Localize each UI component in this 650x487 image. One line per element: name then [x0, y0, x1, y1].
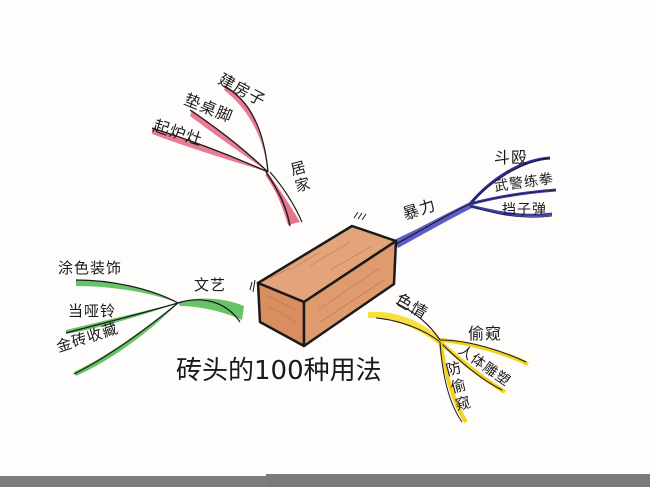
leaf-erotic-1: 偷窥: [468, 324, 503, 343]
bottom-border-right: [266, 474, 650, 487]
leaf-arts-2: 当哑铃: [68, 302, 117, 320]
mind-map-drawing: [65, 85, 557, 424]
branch-arts-strokes: [65, 279, 244, 376]
leaf-violence-3: 挡子弹: [502, 202, 547, 218]
branch-violence-strokes: [394, 156, 557, 248]
map-title: 砖头的100种用法: [176, 356, 382, 386]
leaf-arts-1: 涂色装饰: [58, 259, 123, 277]
paper-background: [0, 0, 650, 477]
leaf-violence-1: 斗殴: [494, 148, 529, 167]
brick-illustration: [249, 211, 398, 348]
branch-home-strokes: [151, 85, 303, 227]
branch-label-arts: 文艺: [194, 276, 227, 294]
branch-erotic-strokes: [368, 302, 529, 424]
